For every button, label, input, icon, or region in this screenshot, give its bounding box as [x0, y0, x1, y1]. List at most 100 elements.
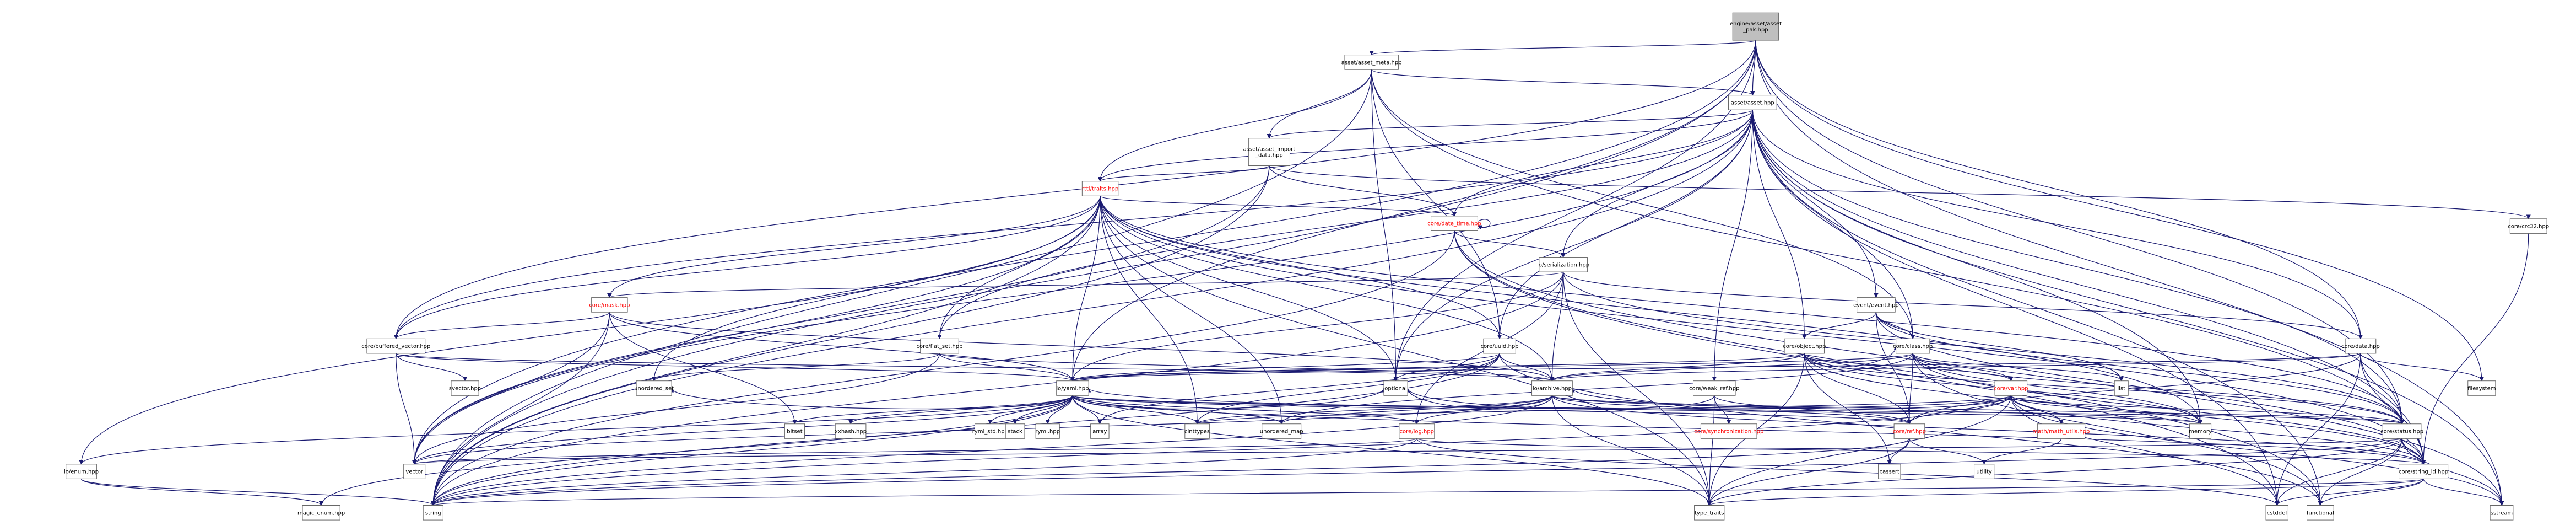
edge-yaml-to-ref — [1072, 395, 1912, 425]
edge-object-to-archive — [1550, 353, 1805, 382]
edge-date_time-to-serialization — [1454, 230, 1566, 258]
edge-asset_meta-to-uuid — [1371, 69, 1502, 340]
node-memory[interactable]: memory — [2189, 423, 2212, 439]
node-filesystem[interactable]: filesystem — [2467, 380, 2496, 396]
node-sstream[interactable]: sstream — [2490, 505, 2514, 521]
node-cinttypes[interactable]: cinttypes — [1184, 423, 1210, 439]
node-event[interactable]: event/event.hpp — [1853, 297, 1899, 313]
edge-archive-to-log — [1414, 395, 1553, 425]
edge-status-to-string_id — [2401, 438, 2426, 465]
edge-root-to-optional — [1393, 40, 1756, 382]
node-box — [1262, 423, 1302, 439]
node-xxhash[interactable]: xxhash.hpp — [835, 423, 867, 439]
node-yaml[interactable]: io/yaml.hpp — [1056, 380, 1089, 396]
node-class[interactable]: core/class.hpp — [1893, 338, 1933, 354]
node-uuid[interactable]: core/uuid.hpp — [1481, 338, 1519, 354]
node-label: engine/asset/asset — [1730, 21, 1782, 27]
node-label: io/enum.hpp — [64, 469, 99, 475]
edge-asset_meta-to-string_id — [1371, 69, 2426, 465]
edge-class-to-string_id — [1912, 353, 2426, 465]
node-math-utils[interactable]: math/math_utils.hpp — [2033, 423, 2090, 439]
node-label: core/date_time.hpp — [1427, 221, 1481, 227]
node-cstddef[interactable]: cstddef — [2265, 505, 2288, 521]
edge-crc32-to-string_id — [2421, 233, 2529, 465]
edge-asset-to-memory — [1752, 110, 2203, 425]
node-serialization[interactable]: io/serialization.hpp — [1537, 257, 1589, 272]
node-box — [636, 380, 672, 396]
node-flat-set[interactable]: core/flat_set.hpp — [917, 338, 963, 354]
node-box — [1483, 338, 1516, 354]
edge-io_enum-to-magic_enum — [80, 478, 324, 506]
edge-ref-to-type_traits — [1707, 438, 1910, 506]
edge-date_time-to-string — [431, 230, 1455, 506]
node-utility[interactable]: utility — [1974, 464, 1995, 479]
edge-asset-to-functional — [1752, 110, 2323, 506]
node-crc32[interactable]: core/crc32.hpp — [2508, 218, 2549, 234]
node-box — [920, 338, 959, 354]
node-io-enum[interactable]: io/enum.hpp — [64, 464, 99, 479]
node-cassert[interactable]: cassert — [1878, 464, 1901, 479]
node-unordered-set[interactable]: unordered_set — [634, 380, 674, 396]
node-box — [1694, 505, 1725, 521]
edge-var-to-sstream — [2010, 395, 2504, 506]
edge-uuid-to-array — [1097, 353, 1500, 425]
edge-archive-to-type_traits — [1551, 395, 1712, 506]
edge-serialization-to-data — [1563, 271, 2363, 340]
node-array[interactable]: array — [1090, 423, 1110, 439]
node-type-traits[interactable]: type_traits — [1694, 505, 1725, 521]
node-box — [2037, 423, 2086, 439]
node-magic-enum[interactable]: magic_enum.hpp — [297, 505, 345, 521]
node-ref[interactable]: core/ref.hpp — [1893, 423, 1926, 439]
edge-buffered_vector-to-yaml — [396, 353, 1075, 382]
node-string-id[interactable]: core/string_id.hpp — [2399, 464, 2448, 479]
node-data[interactable]: core/data.hpp — [2341, 338, 2380, 354]
node-stack[interactable]: stack — [1005, 423, 1025, 439]
node-bitset[interactable]: bitset — [784, 423, 805, 439]
node-label: asset/asset_meta.hpp — [1341, 60, 1402, 66]
node-var[interactable]: core/var.hpp — [1994, 380, 2028, 396]
node-box — [66, 464, 97, 479]
node-unordered-map[interactable]: unordered_map — [1260, 423, 1303, 439]
node-list[interactable]: list — [2114, 380, 2129, 396]
node-label: core/log.hpp — [1400, 429, 1435, 435]
node-box — [1081, 181, 1119, 196]
node-label: vector — [405, 469, 424, 475]
node-mask[interactable]: core/mask.hpp — [589, 297, 630, 313]
node-root[interactable]: engine/asset/asset_pak.hpp — [1730, 12, 1782, 41]
edge-asset_import-to-rtti_traits — [1098, 165, 1270, 182]
node-asset-meta[interactable]: asset/asset_meta.hpp — [1341, 55, 1402, 70]
edge-status-to-vector — [413, 438, 2402, 465]
node-rtti-traits[interactable]: rtti/traits.hpp — [1081, 181, 1119, 196]
node-label: cassert — [1880, 469, 1899, 475]
edge-asset_meta-to-class — [1371, 69, 1915, 340]
node-asset-import[interactable]: asset/asset_import_data.hpp — [1243, 138, 1296, 167]
node-box — [1700, 423, 1757, 439]
node-vector[interactable]: vector — [403, 464, 426, 479]
node-label: unordered_set — [634, 385, 674, 391]
node-weak-ref[interactable]: core/weak_ref.hpp — [1689, 380, 1739, 396]
node-box — [1974, 464, 1995, 479]
node-string[interactable]: string — [423, 505, 443, 521]
node-svector[interactable]: svector.hpp — [449, 380, 481, 396]
node-optional[interactable]: optional — [1383, 380, 1408, 396]
edge-rtti_traits-to-mask — [607, 196, 1101, 298]
node-status[interactable]: core/status.hpp — [2380, 423, 2423, 439]
node-object[interactable]: core/object.hpp — [1783, 338, 1826, 354]
node-ryml-std[interactable]: ryml_std.hpp — [972, 423, 1008, 439]
node-label: _data.hpp — [1255, 153, 1283, 159]
node-box — [2114, 380, 2129, 396]
edge-yaml-to-type_traits — [1072, 395, 1712, 506]
node-archive[interactable]: io/archive.hpp — [1531, 380, 1573, 396]
edge-asset-to-buffered_vector — [393, 110, 1753, 340]
node-sync[interactable]: core/synchronization.hpp — [1694, 423, 1763, 439]
node-date-time[interactable]: core/date_time.hpp — [1427, 216, 1481, 231]
node-box — [451, 380, 479, 396]
node-log[interactable]: core/log.hpp — [1399, 423, 1435, 439]
node-functional[interactable]: functional — [2307, 505, 2334, 521]
nodes-layer: engine/asset/asset_pak.hpp asset/asset_me… — [64, 12, 2549, 521]
node-label: math/math_utils.hpp — [2033, 429, 2090, 435]
node-label: magic_enum.hpp — [297, 510, 345, 516]
node-buffered-vector[interactable]: core/buffered_vector.hpp — [361, 338, 430, 354]
node-asset[interactable]: asset/asset.hpp — [1728, 95, 1777, 110]
node-ryml[interactable]: ryml.hpp — [1035, 423, 1060, 439]
